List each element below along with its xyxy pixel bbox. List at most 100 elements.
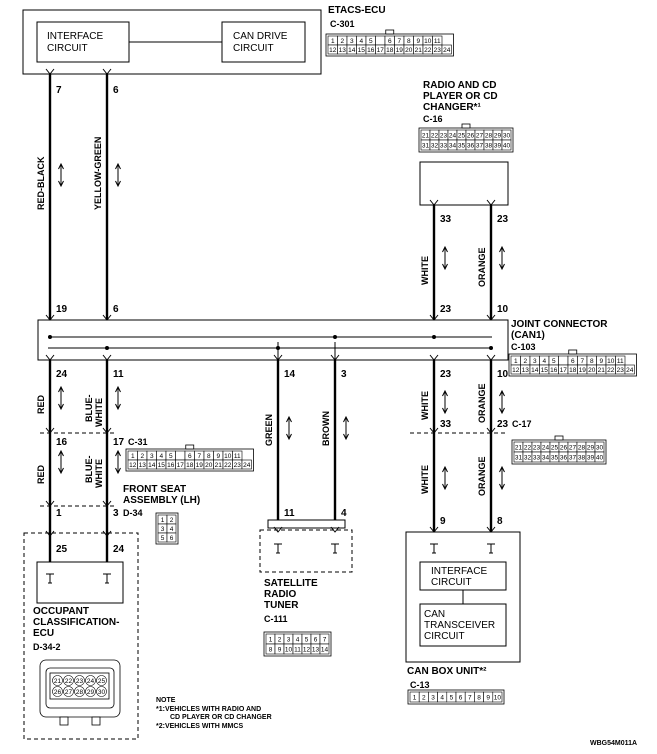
satellite-connector-bar [267,519,346,529]
connector-pin-number: 14 [321,647,329,654]
connector-pin-number: 10 [424,38,432,45]
connector-pin-number: 4 [296,637,300,644]
connector-pin-number: 38 [485,143,493,150]
connector-pin-number: 25 [551,445,559,452]
connector-pin-number: 4 [542,358,546,365]
pin-d34-1: 1 [56,508,62,519]
connector-pin-number: 36 [467,143,475,150]
canbox-trans-line2: TRANSCEIVER [424,620,495,631]
connector-pin-number: 8 [407,38,411,45]
canbox-connector-id: C-13 [410,680,430,690]
connector-cavity [624,364,635,375]
radio-title-line1: RADIO AND CD [423,80,497,91]
direction-arrow-icon [115,449,121,475]
occupant-title-line1: OCCUPANT [33,606,89,617]
connector-pin-number: 8 [590,358,594,365]
pin-radio-23: 23 [497,214,509,225]
connector-pin-number: 6 [314,637,318,644]
connector-pin-number: 2 [140,453,144,460]
connector-pin-number: 6 [459,695,463,702]
connector-pin-number: 39 [494,143,502,150]
label-brown: BROWN [321,411,331,446]
connector-pin-number: 14 [148,462,156,469]
connector-pin-number: 1 [161,517,165,524]
connector-pin-number: 12 [129,462,137,469]
pin-jc-6: 6 [113,304,119,315]
connector-pin-number: 9 [486,695,490,702]
joint-title-line1: JOINT CONNECTOR [511,319,608,330]
etacs-can-drive-circuit-box [221,21,306,63]
pin-jc-14: 14 [284,369,296,380]
connector-cavity [441,44,452,55]
connector-pin-number: 23 [617,367,625,374]
connector-pin-number: 36 [560,455,568,462]
connector-pin-number: 23 [533,445,541,452]
connector-pin-number: 1 [131,453,135,460]
etacs-iface-line2: CIRCUIT [47,43,88,54]
pin-etacs-7: 7 [56,85,62,96]
connector-pin-number: 28 [485,133,493,140]
connector-pin-number: 2 [170,517,174,524]
connector-pin-number: 29 [587,445,595,452]
connector-cavity [52,675,63,686]
connector-pin-number: 1 [331,38,335,45]
pin-c17-33: 33 [440,419,452,430]
connector-pin-number: 5 [161,535,165,542]
connector-pin-number: 7 [197,453,201,460]
connector-pin-number: 5 [305,637,309,644]
direction-arrow-icon [286,415,292,441]
connector-cavity [96,686,107,697]
satellite-connector-id: C-111 [264,614,288,624]
connector-pin-number: 7 [468,695,472,702]
occupant-title-line3: ECU [33,628,54,639]
connector-pin-number: 40 [503,143,511,150]
connector-pin-number: 16 [367,47,375,54]
pin-occ-24: 24 [113,544,125,555]
connector-pin-number: 23 [434,47,442,54]
radio-title-line2: PLAYER OR CD [423,91,498,102]
pin-jc-24: 24 [56,369,68,380]
terminal-chevron [486,354,496,361]
connector-pin-number: 15 [158,462,166,469]
label-red-upper: RED [36,394,46,414]
terminal-chevron [45,354,55,361]
connector-pin-number: 5 [369,38,373,45]
connector-pin-number: 1 [269,637,273,644]
label-red-black: RED-BLACK [36,156,46,210]
joint-connector-id: C-103 [511,342,536,352]
radio-title-line3: CHANGER*¹ [423,102,481,113]
connector-pin-number: 2 [340,38,344,45]
label-yellow-green: YELLOW-GREEN [93,137,103,210]
connector-pin-number: 7 [397,38,401,45]
connector-pin-number: 22 [524,445,532,452]
connector-pin-number: 22 [224,462,232,469]
connector-pin-number: 6 [571,358,575,365]
connector-pin-number: 40 [596,455,604,462]
label-blue-white-lower-1: BLUE- [84,456,94,484]
connector-pin-number: 22 [65,678,73,685]
etacs-interface-circuit-box [36,21,130,63]
satellite-dashed-box [259,529,353,573]
connector-pin-number: 3 [150,453,154,460]
connector-pin-number: 28 [578,445,586,452]
connector-latch [385,29,395,35]
connector-pin-number: 30 [503,133,511,140]
label-orange-upper: ORANGE [477,247,487,287]
connector-pin-number: 12 [512,367,520,374]
connector-pin-number: 8 [269,647,273,654]
radio-unit-box [419,161,509,206]
connector-cavity [52,686,63,697]
connector-pin-number: 23 [76,678,84,685]
direction-arrow-icon [442,245,448,271]
etacs-ecu-box [22,9,322,75]
connector-cavity [241,459,252,470]
connector-pin-number: 23 [234,462,242,469]
terminal-chevron [330,354,340,361]
etacs-connector-id: C-301 [330,19,355,29]
terminal-chevron [102,314,112,321]
connector-pin-number: 24 [626,367,634,374]
c31-connector-id: C-31 [128,437,148,447]
connector-pin-number: 20 [405,47,413,54]
